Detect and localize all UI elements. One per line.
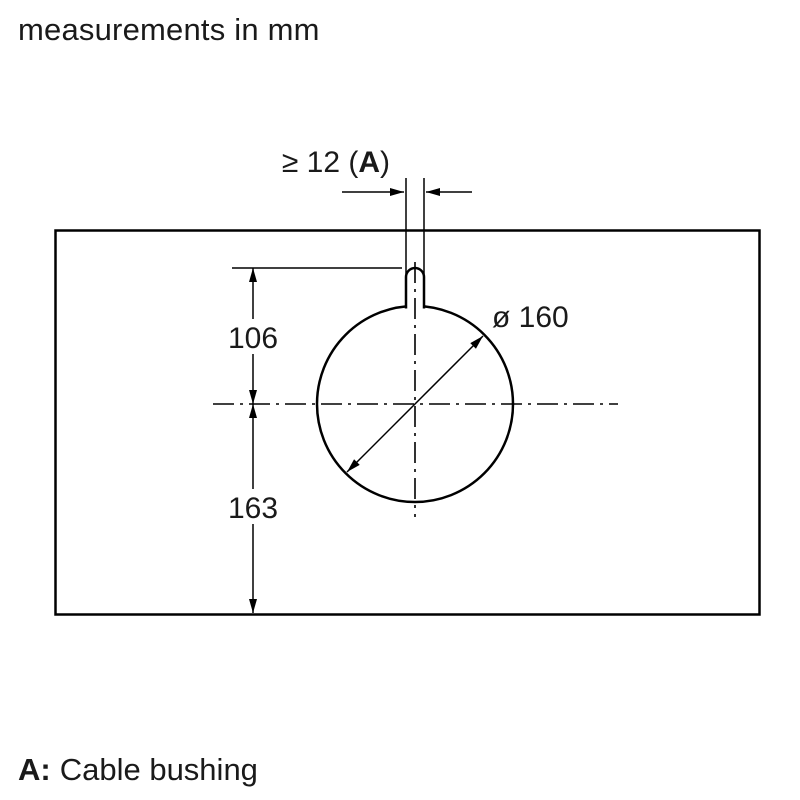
dim-label-106: 106 <box>228 322 278 355</box>
dim-label-163: 163 <box>228 492 278 525</box>
panel-outline <box>54 229 761 616</box>
diameter-dim-label: ø 160 <box>492 301 569 334</box>
slot-width-dim-suffix: ) <box>380 146 390 179</box>
legend: A:Cable bushing <box>18 752 258 788</box>
dim-label-backing-106 <box>224 319 282 354</box>
slot-width-dim-prefix: ≥ 12 ( <box>282 146 359 179</box>
slot-width-dim-key: A <box>358 146 380 179</box>
legend-key: A: <box>18 752 51 787</box>
dim-label-backing-163 <box>223 489 283 524</box>
diameter-arrow <box>346 335 484 473</box>
legend-label: Cable bushing <box>59 752 258 787</box>
slot-width-dim-label: ≥ 12 (A) <box>282 146 390 179</box>
units-note: measurements in mm <box>18 12 320 47</box>
